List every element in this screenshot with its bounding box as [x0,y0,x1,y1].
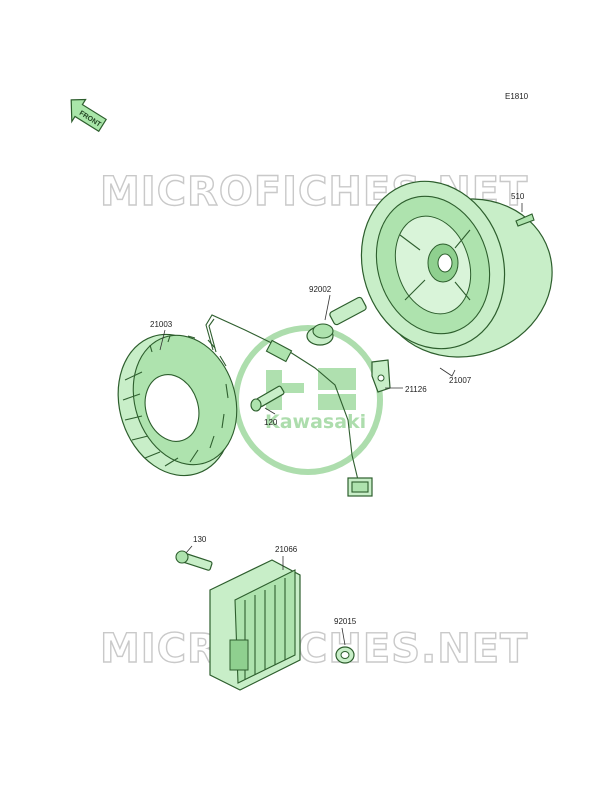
label-21003: 21003 [150,320,173,329]
wire-grommet [265,339,293,363]
kawasaki-logo: Kawasaki [233,325,383,475]
wire-harness [205,314,359,481]
label-21007: 21007 [449,376,472,385]
label-92002: 92002 [309,285,332,294]
label-130: 130 [193,535,207,544]
label-510: 510 [511,192,525,201]
connector-part [347,477,373,497]
rotor-part [360,180,553,358]
key-part [515,213,535,227]
watermark-bottom: MICROFICHES.NET [100,626,528,672]
stator-part [117,333,238,477]
regulator-part [209,559,301,691]
logo-text: Kawasaki [265,411,366,433]
diagram-code: E1810 [505,92,529,101]
rotor-bolt-part [306,296,367,346]
label-21126: 21126 [405,385,427,394]
regulator-bolt-part [175,550,213,571]
label-21066: 21066 [275,545,298,554]
stator-bolt-part [250,385,285,412]
label-120: 120 [264,418,278,427]
label-92015: 92015 [334,617,357,626]
front-arrow-icon: FRONT [70,98,107,133]
regulator-nut-part [335,646,355,664]
